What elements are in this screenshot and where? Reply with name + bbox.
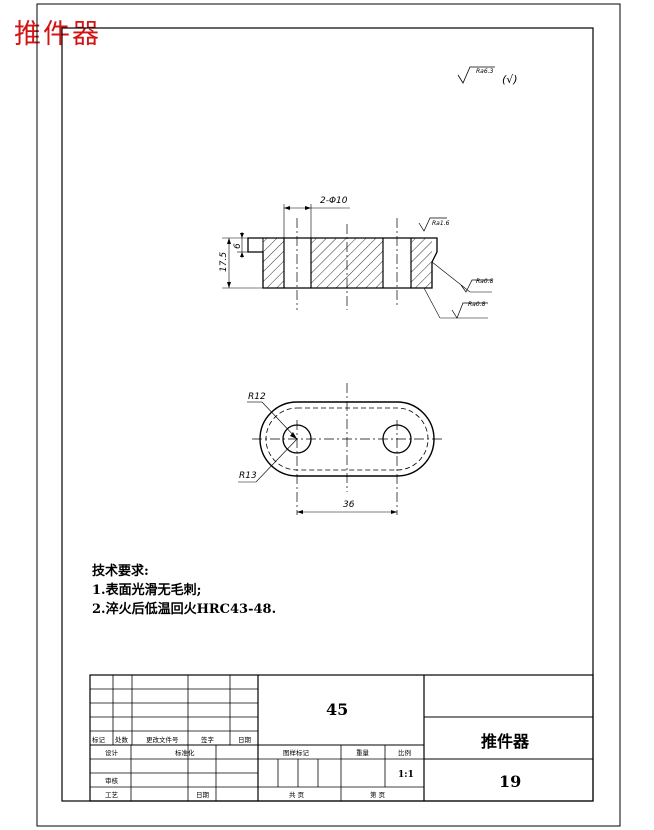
tb-scale-label: 比例 bbox=[398, 748, 411, 757]
tb-approval-date-label: 日期 bbox=[196, 791, 210, 799]
title-block bbox=[89, 674, 594, 802]
drawing-title-stamp: 推件器 bbox=[14, 19, 101, 50]
tb-mark-label: 标记 bbox=[92, 735, 106, 744]
default-roughness-suffix: (√) bbox=[502, 73, 518, 86]
tb-weight-label: 重量 bbox=[356, 749, 370, 757]
holes-dimension: 2-Φ10 bbox=[320, 196, 348, 206]
center-distance-label: 36 bbox=[343, 500, 355, 510]
tb-drawing-number: 19 bbox=[499, 772, 521, 791]
note-item-2: 2.淬火后低温回火HRC43-48. bbox=[92, 602, 277, 617]
step-dimension: 6 bbox=[233, 243, 243, 249]
side-roughness-2-value: Ra0.8 bbox=[468, 301, 486, 308]
tb-change-doc-label: 更改文件号 bbox=[146, 735, 179, 744]
tb-signature-label: 签字 bbox=[201, 735, 215, 744]
inner-radius-label: R12 bbox=[248, 392, 266, 402]
plan-view: R12 R13 36 bbox=[238, 383, 442, 515]
tb-total-sheets-label: 共 页 bbox=[289, 790, 305, 799]
outer-border bbox=[36, 3, 621, 827]
top-roughness-value: Ra1.6 bbox=[432, 220, 450, 227]
tb-material: 45 bbox=[326, 700, 348, 719]
tb-design-label: 设计 bbox=[105, 748, 119, 757]
inner-frame bbox=[61, 27, 594, 802]
technical-requirements: 技术要求: 1.表面光滑无毛刺; 2.淬火后低温回火HRC43-48. bbox=[92, 562, 276, 619]
note-item-1: 1.表面光滑无毛刺; bbox=[92, 583, 202, 598]
outer-radius-label: R13 bbox=[239, 471, 257, 481]
thickness-dimension: 17.5 bbox=[219, 252, 229, 272]
section-view: 2-Φ10 17.5 6 Ra1.6 Ra0.8 Ra0.8 bbox=[219, 196, 494, 319]
side-roughness-1-value: Ra0.8 bbox=[476, 278, 494, 285]
default-roughness-symbol: Ra6.3 (√) bbox=[457, 66, 518, 86]
notes-heading: 技术要求: bbox=[92, 564, 149, 579]
tb-review-label: 审核 bbox=[105, 776, 119, 785]
tb-stage-mark-label: 图样标记 bbox=[283, 748, 310, 757]
tb-scale-value: 1:1 bbox=[398, 770, 414, 780]
tb-sheet-no-label: 第 页 bbox=[370, 790, 386, 799]
tb-standardize-label: 标准化 bbox=[175, 748, 195, 757]
tb-count-label: 处数 bbox=[115, 735, 129, 744]
tb-drawing-title: 推件器 bbox=[481, 732, 530, 751]
tb-process-label: 工艺 bbox=[105, 791, 119, 799]
tb-date-label: 日期 bbox=[238, 736, 252, 744]
default-roughness-value: Ra6.3 bbox=[476, 68, 494, 75]
